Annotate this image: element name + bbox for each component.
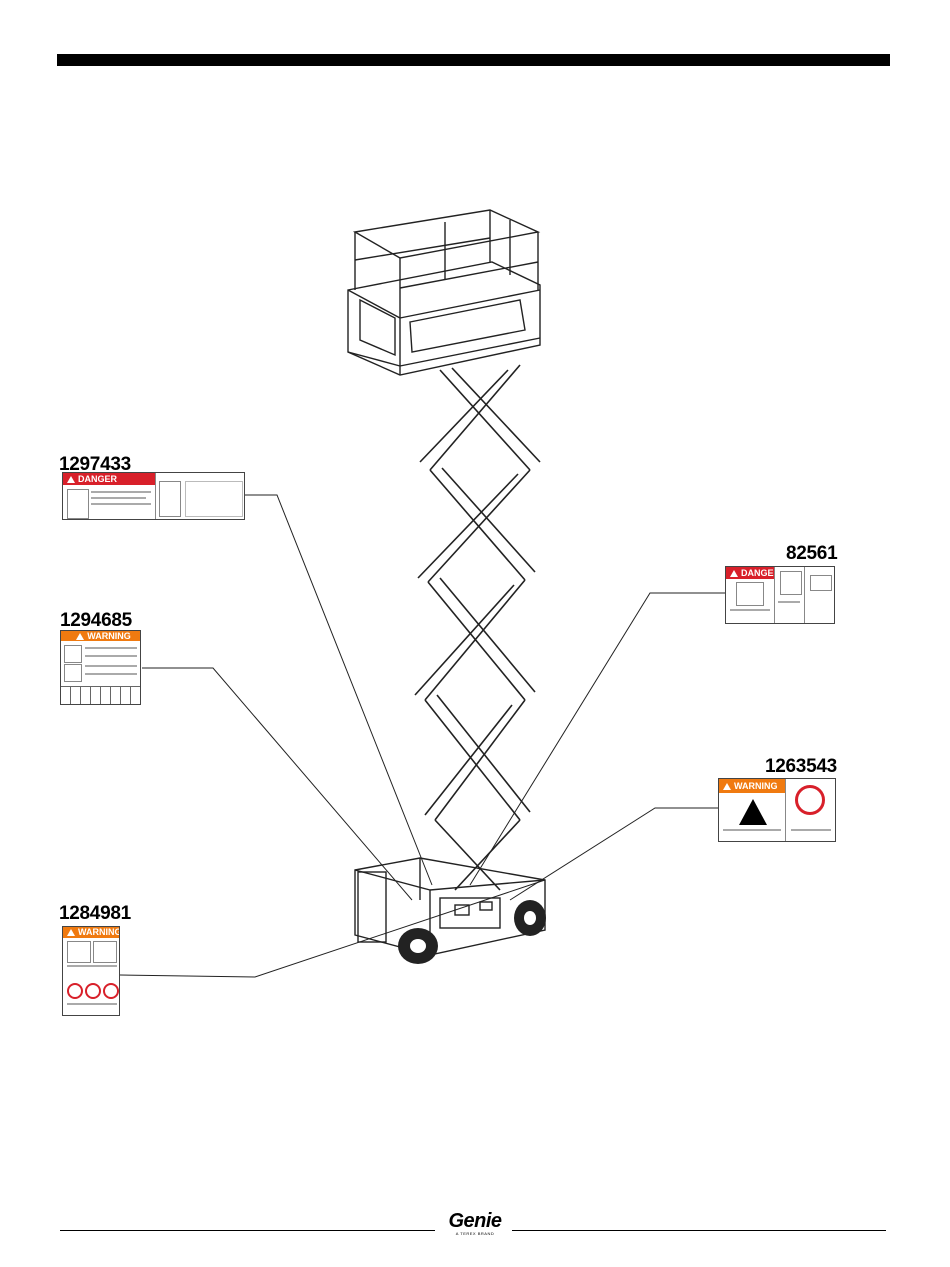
decal-text-line [778,601,800,603]
decal-text-line [723,829,781,831]
hazard-pictogram-icon [67,941,91,963]
decal-header: WARNING [719,779,785,793]
decal-divider [155,473,156,520]
warning-decal-1284981: WARNING [62,926,120,1016]
decal-part-number: 1294685 [60,611,132,630]
warning-triangle-icon [723,783,731,790]
decal-part-number: 82561 [786,544,837,563]
prohibition-icon [103,983,119,999]
warning-triangle-icon [739,799,767,825]
decal-part-number: 1263543 [765,757,837,776]
danger-decal-82561: DANGER [725,566,835,624]
genie-logo: Genie A TEREX BRAND [440,1210,510,1236]
crush-pictogram-icon [736,582,764,606]
tipover-pictogram-icon [64,664,82,682]
decal-divider [774,567,775,624]
decal-text-line [730,609,770,611]
warning-triangle-icon [76,633,84,640]
decal-text-line [85,647,137,649]
decal-divider [785,779,786,842]
decal-header: DANGER [63,473,155,485]
prohibition-icon [85,983,101,999]
decal-text-line [791,829,831,831]
decal-text-line [85,673,137,675]
manual-pictogram-icon [810,575,832,591]
footer-rule-left [60,1230,435,1231]
hazard-pictogram-icon [67,489,89,519]
decal-header: DANGER [726,567,774,579]
decal-divider [804,567,805,624]
footer-rule-right [512,1230,886,1231]
decal-text-line [91,491,151,493]
danger-decal-1297433: DANGER [62,472,245,520]
scissor-pictogram-icon [780,571,802,595]
warning-triangle-icon [67,476,75,483]
decal-text-line [67,965,117,967]
decal-header: WARNING [63,927,120,938]
warning-triangle-icon [67,929,75,936]
warning-decal-1263543: WARNING [718,778,836,842]
decal-text-line [85,665,137,667]
warning-triangle-icon [730,570,738,577]
decal-table [185,481,243,517]
decal-header: WARNING [61,631,141,641]
hazard-pictogram-icon [93,941,117,963]
warning-decal-1294685: WARNING [60,630,141,705]
decal-text-line [85,655,137,657]
decal-table [61,686,141,705]
decal-text-line [91,497,146,499]
prohibition-icon [67,983,83,999]
hazard-pictogram-icon [64,645,82,663]
no-touch-icon [795,785,825,815]
decal-part-number: 1284981 [59,904,131,923]
decal-text-line [91,503,151,505]
decal-text-line [67,1003,117,1005]
lift-pictogram-icon [159,481,181,517]
